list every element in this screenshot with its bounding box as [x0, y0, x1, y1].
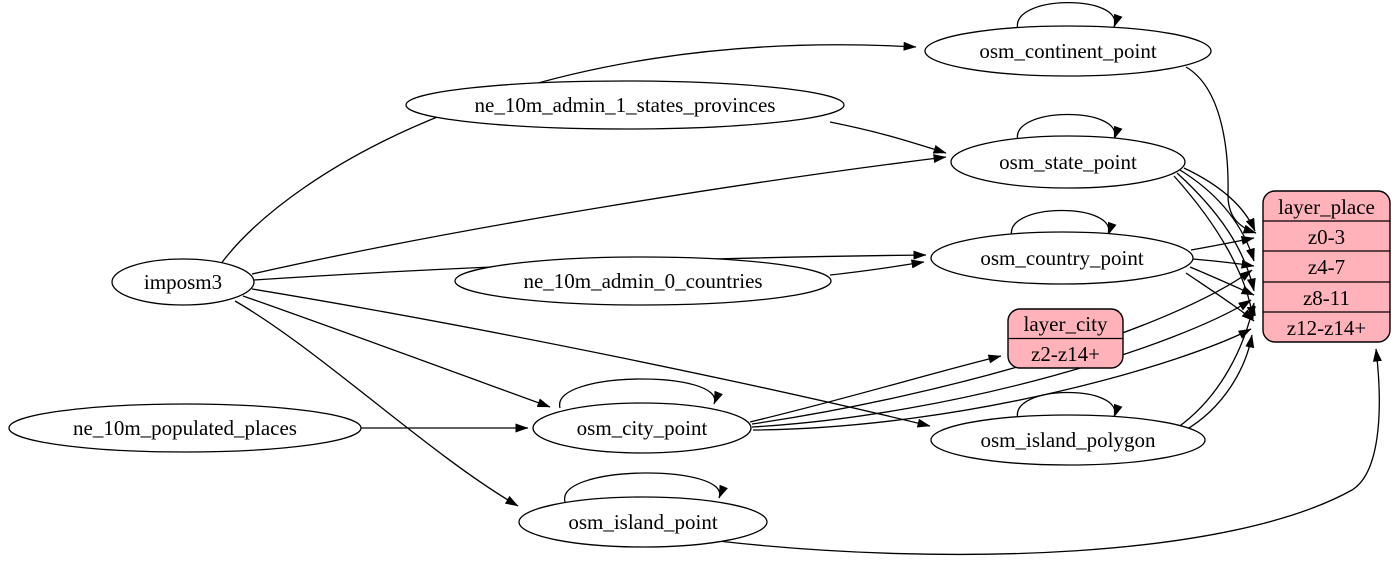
self-loop-osm_continent_point: [1017, 1, 1123, 31]
self-loop-osm_island_polygon: [1017, 391, 1123, 420]
node-imposm3-label: imposm3: [144, 270, 222, 294]
edge-osm_city_point-layer_place-z4-7: [751, 269, 1253, 425]
node-osm_state_point-shape: [950, 135, 1186, 189]
node-osm_island_point-shape: [518, 496, 768, 548]
layer_city-row-z2-z14: z2-z14+: [1031, 342, 1100, 366]
node-ne_10m_populated_places-shape: [8, 403, 362, 453]
node-osm_country_point: osm_country_point: [930, 231, 1194, 285]
edge-ne_10m_admin_0_countries-osm_country_point: [829, 259, 925, 276]
node-osm_country_point-shape: [930, 231, 1194, 285]
edge-osm_island_polygon-layer_place-z12-z14: [1183, 334, 1255, 432]
node-osm_continent_point-shape: [924, 25, 1212, 77]
edge-osm_island_polygon-layer_place-z8-11: [1176, 302, 1256, 429]
node-osm_country_point-label: osm_country_point: [980, 246, 1143, 270]
node-ne_10m_admin_1_states_provinces: ne_10m_admin_1_states_provinces: [405, 80, 845, 130]
edge-osm_city_point-layer_place-z12-z14: [752, 328, 1252, 431]
self-loop-osm_country_point: [1011, 209, 1117, 238]
edge-osm_country_point-layer_place-z12-z14: [1185, 272, 1255, 322]
node-ne_10m_admin_0_countries: ne_10m_admin_0_countries: [454, 256, 832, 306]
node-imposm3-shape: [111, 258, 255, 306]
edges-layer: [219, 1, 1382, 556]
node-ne_10m_admin_1_states_provinces-label: ne_10m_admin_1_states_provinces: [475, 93, 776, 117]
edge-imposm3-osm_city_point: [242, 295, 551, 408]
edge-osm_island_point-layer_place-z12-z14: [717, 348, 1382, 556]
node-imposm3: imposm3: [111, 258, 255, 306]
node-osm_island_polygon: osm_island_polygon: [930, 414, 1206, 466]
node-osm_continent_point: osm_continent_point: [924, 25, 1212, 77]
self-loop-osm_island_point: [564, 472, 728, 503]
edge-osm_state_point-layer_place-z4-7: [1179, 169, 1255, 262]
self-loop-osm_state_point: [1017, 113, 1123, 142]
edge-imposm3-osm_island_point: [234, 300, 519, 507]
edge-osm_continent_point-layer_place-z0-3: [1185, 66, 1257, 234]
node-ne_10m_admin_0_countries-shape: [454, 256, 832, 306]
node-osm_state_point-label: osm_state_point: [999, 150, 1137, 174]
node-ne_10m_admin_1_states_provinces-shape: [405, 80, 845, 130]
node-osm_city_point-label: osm_city_point: [577, 416, 708, 440]
layer_place-row-z12-z14: z12-z14+: [1287, 316, 1366, 340]
node-layer_place: layer_place z0-3 z4-7 z8-11 z12-z14+: [1262, 190, 1391, 343]
node-ne_10m_populated_places: ne_10m_populated_places: [8, 403, 362, 453]
edge-imposm3-osm_continent_point: [219, 41, 917, 266]
node-osm_island_point: osm_island_point: [518, 496, 768, 548]
edge-imposm3-osm_state_point: [251, 154, 947, 275]
edge-osm_state_point-layer_place-z12-z14: [1173, 175, 1256, 320]
layer_city-title: layer_city: [1024, 312, 1108, 336]
edge-imposm3-osm_island_polygon: [251, 288, 931, 428]
node-layer_place-shape: [1262, 190, 1391, 343]
layer_place-row-z0-3: z0-3: [1308, 225, 1345, 249]
edge-osm_city_point-layer_city-z2-z14: [749, 354, 1002, 423]
node-osm_island_point-label: osm_island_point: [568, 510, 718, 534]
layer_place-row-z8-11: z8-11: [1303, 286, 1350, 310]
edge-osm_country_point-layer_place-z4-7: [1192, 258, 1255, 269]
edge-ne_10m_admin_1_states_provinces-osm_state_point: [829, 121, 947, 154]
node-osm_city_point: osm_city_point: [532, 402, 752, 454]
node-osm_island_polygon-label: osm_island_polygon: [980, 428, 1156, 452]
layer_place-title: layer_place: [1278, 195, 1375, 219]
edge-osm_country_point-layer_place-z8-11: [1189, 266, 1255, 296]
self-loop-osm_city_point: [559, 378, 723, 409]
node-osm_continent_point-label: osm_continent_point: [979, 39, 1156, 63]
node-ne_10m_populated_places-label: ne_10m_populated_places: [73, 416, 297, 440]
edge-osm_country_point-layer_place-z0-3: [1190, 236, 1255, 251]
edge-osm_city_point-layer_place-z8-11: [751, 299, 1252, 428]
node-layer_city: layer_city z2-z14+: [1007, 308, 1124, 369]
layer_place-row-z4-7: z4-7: [1308, 255, 1345, 279]
node-osm_city_point-shape: [532, 402, 752, 454]
edge-osm_state_point-layer_place-z0-3: [1183, 167, 1256, 232]
node-osm_state_point: osm_state_point: [950, 135, 1186, 189]
node-ne_10m_admin_0_countries-label: ne_10m_admin_0_countries: [523, 269, 762, 293]
node-osm_island_polygon-shape: [930, 414, 1206, 466]
